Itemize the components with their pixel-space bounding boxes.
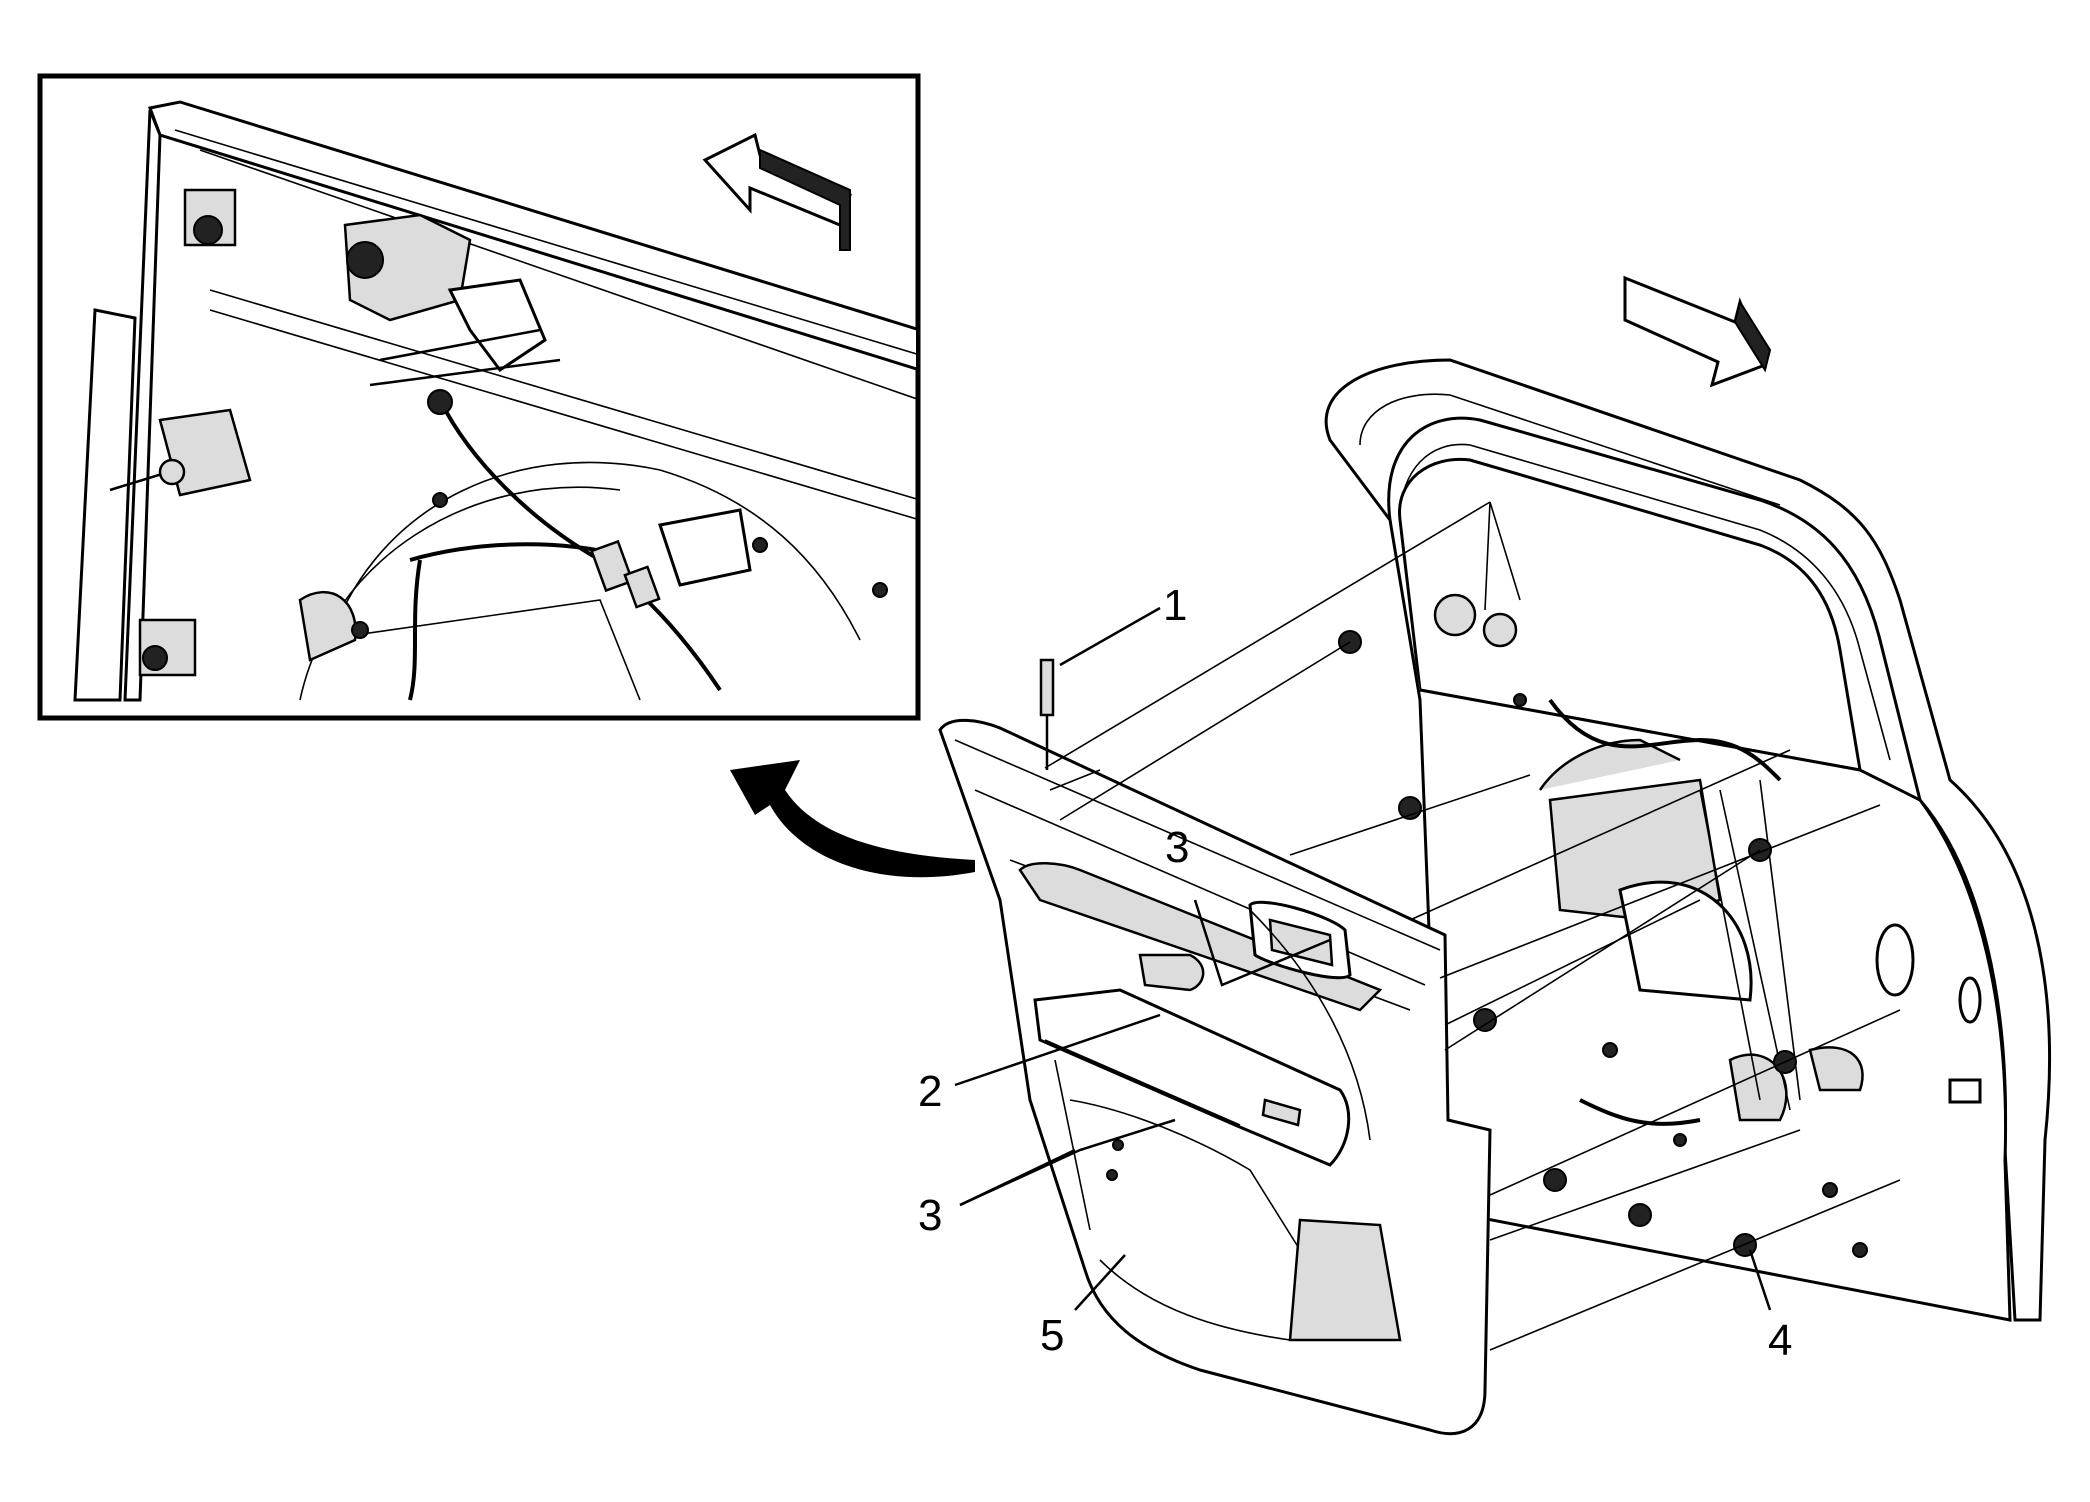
armrest — [1033, 953, 1351, 1167]
callout-3-lower: 3 — [918, 1191, 942, 1240]
inset-front-arrow — [702, 132, 852, 251]
latch-assembly — [343, 213, 561, 387]
inset-detail-view — [37, 73, 921, 721]
callout-3-top: 3 — [1165, 823, 1189, 872]
callout-5: 5 — [1040, 1311, 1064, 1360]
trim-pin — [1039, 658, 1055, 770]
inset-door-inner — [73, 100, 916, 702]
wiring-harness — [408, 389, 722, 701]
callout-1: 1 — [1163, 581, 1187, 630]
front-direction-arrow — [1623, 275, 1772, 388]
callout-4: 4 — [1768, 1316, 1792, 1365]
door-frame — [1324, 358, 2052, 1322]
leader-lines — [954, 606, 1772, 1311]
door-trim-panel — [938, 718, 1492, 1436]
callout-2: 2 — [918, 1067, 942, 1116]
alignment-lines — [1044, 501, 1901, 1351]
detail-curved-arrow — [730, 760, 975, 878]
boss-upper — [183, 188, 237, 247]
boss-lower — [138, 618, 197, 677]
callout-labels: 1 3 2 3 5 4 — [918, 581, 1792, 1365]
boss-middle — [109, 408, 252, 497]
